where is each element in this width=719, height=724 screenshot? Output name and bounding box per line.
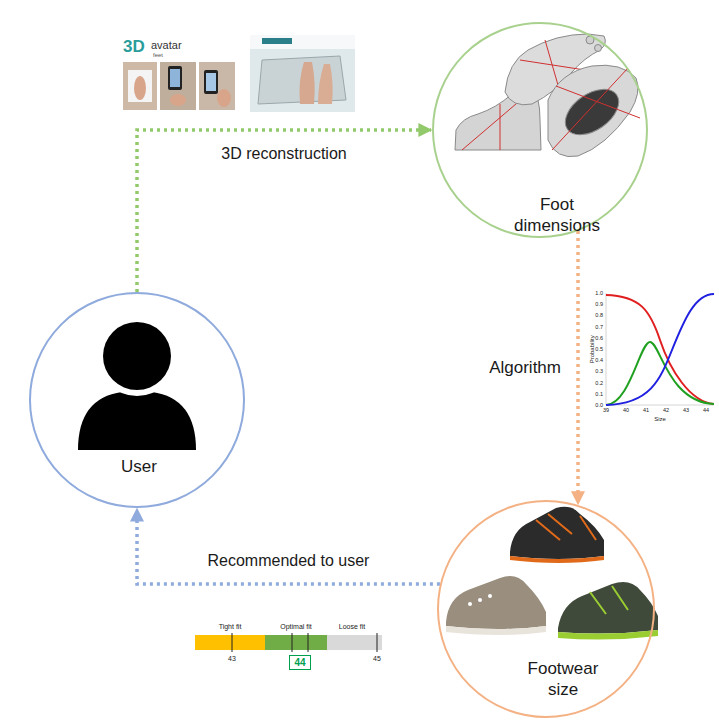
user-circle: User xyxy=(29,292,245,508)
tick-label: 1.0 xyxy=(595,290,603,296)
shoes xyxy=(446,507,658,640)
tick-label: 39 xyxy=(603,407,609,413)
fit-category: Loose fit xyxy=(339,623,365,631)
probability-chart xyxy=(606,293,714,405)
tick-label: 40 xyxy=(623,407,629,413)
tick-label: 0.7 xyxy=(595,324,603,330)
footwear-size-circle: Footwear size xyxy=(437,500,655,718)
scanner-thumbnail xyxy=(250,35,355,112)
tick-label: 41 xyxy=(643,407,649,413)
axis-title: Probability xyxy=(589,335,596,363)
tick-label: 0.4 xyxy=(595,357,603,363)
fit-category: Tight fit xyxy=(219,623,242,631)
axis-title: Size xyxy=(654,416,666,423)
tick-label: 44 xyxy=(703,407,709,413)
node-label: Foot dimensions xyxy=(502,194,612,236)
tick-label: 43 xyxy=(683,407,689,413)
fit-category: Optimal fit xyxy=(280,623,312,631)
edge-label: Recommended to user xyxy=(205,551,373,570)
foot-models xyxy=(455,34,640,157)
tick-label: 0.9 xyxy=(595,301,603,307)
foot-dimensions-circle: Foot dimensions xyxy=(432,22,648,238)
tick-label: 0.3 xyxy=(595,368,603,374)
dotted-connector xyxy=(137,509,440,584)
size-number: 43 xyxy=(228,655,236,663)
node-label: User xyxy=(89,456,189,477)
tick-label: 0.5 xyxy=(595,346,603,352)
node-label: Footwear size xyxy=(518,658,608,700)
user-silhouette xyxy=(78,392,196,450)
logo-text: feet xyxy=(153,52,163,59)
recommended-size: 44 xyxy=(289,655,310,670)
tick-label: 42 xyxy=(663,407,669,413)
app-thumbnail xyxy=(123,62,235,110)
edge-label: Algorithm xyxy=(486,358,564,377)
size-number: 45 xyxy=(373,655,381,663)
edge-label: 3D reconstruction xyxy=(218,144,349,163)
fit-bar xyxy=(195,633,382,652)
tick-label: 0.6 xyxy=(595,335,603,341)
tick-label: 0.0 xyxy=(595,402,603,408)
logo-text: avatar xyxy=(151,39,182,51)
tick-label: 0.2 xyxy=(595,380,603,386)
user-head xyxy=(103,322,171,390)
dotted-connector xyxy=(137,130,431,292)
dotted-connector xyxy=(576,231,580,504)
tick-label: 0.8 xyxy=(595,312,603,318)
tick-label: 0.1 xyxy=(595,391,603,397)
logo-text: 3D xyxy=(123,38,145,57)
